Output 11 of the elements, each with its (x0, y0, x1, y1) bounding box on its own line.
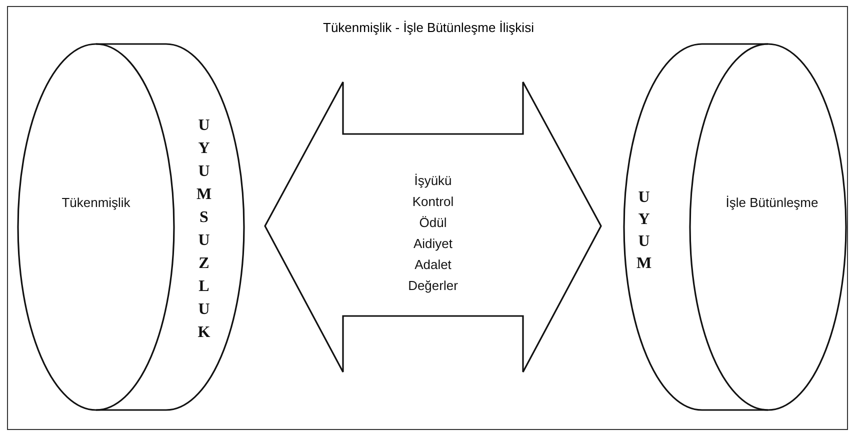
node-label: Ödül (418, 216, 448, 229)
node-label: Tükenmişlik (60, 196, 132, 209)
node-label: Değerler (407, 279, 459, 292)
node-label: Adalet (414, 258, 452, 271)
vertical-label: UYUMSUZLUK (196, 116, 212, 343)
node-label: Kontrol (411, 195, 455, 208)
vertical-label: UYUM (636, 188, 652, 274)
node-label: İşle Bütünleşme (724, 196, 820, 209)
diagram-title: Tükenmişlik - İşle Bütünleşme İlişkisi (322, 20, 535, 35)
node-label: İşyükü (413, 174, 453, 187)
node-label: Aidiyet (412, 237, 454, 250)
